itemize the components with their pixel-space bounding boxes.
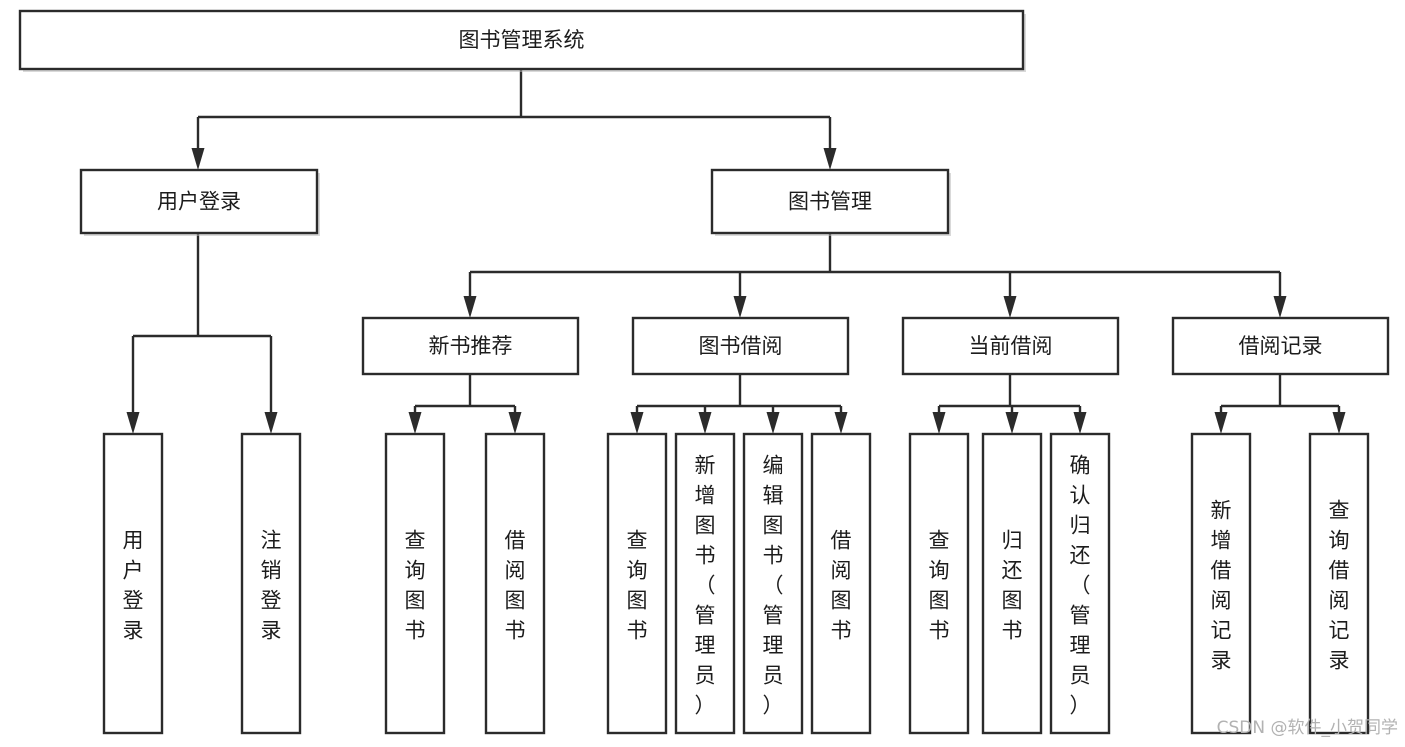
box-outline [742, 432, 804, 735]
box-outline [361, 316, 580, 376]
box-outline [908, 432, 970, 735]
node-leaf-leaf-query-book-1[interactable]: 查询图书 [384, 432, 446, 735]
connector-root-to-level1 [191, 69, 837, 170]
connector-new-book-recommend-to-leaves [408, 374, 522, 434]
node-label: 查询图书 [405, 529, 426, 643]
node-label: 注销登录 [261, 529, 282, 643]
box-outline [384, 432, 446, 735]
box-outline [102, 432, 164, 735]
box-outline [674, 432, 736, 735]
connector-arrowhead-icon [630, 412, 644, 434]
connector-arrowhead-icon [698, 412, 712, 434]
watermark-label: CSDN @软件_小贺同学 [1217, 718, 1398, 738]
connector-arrowhead-icon [126, 412, 140, 434]
node-label: 查询借阅记录 [1329, 499, 1350, 673]
connector-arrowhead-icon [1332, 412, 1346, 434]
node-label: 借阅图书 [505, 529, 526, 643]
node-level2-book-borrow[interactable]: 图书借阅 [631, 316, 850, 376]
connector-arrowhead-icon [191, 148, 205, 170]
connector-arrowhead-icon [264, 412, 278, 434]
box-outline [631, 316, 850, 376]
node-level1-user-login[interactable]: 用户登录 [79, 168, 320, 236]
node-label: 新增借阅记录 [1211, 499, 1232, 673]
connector-arrowhead-icon [408, 412, 422, 434]
node-root-system-title[interactable]: 图书管理系统 [18, 9, 1026, 72]
node-label: 新增图书（管理员） [695, 454, 716, 718]
node-level2-new-book-recommend[interactable]: 新书推荐 [361, 316, 580, 376]
connector-user-login-to-leaves [126, 233, 278, 434]
node-leaf-leaf-query-book-3[interactable]: 查询图书 [908, 432, 970, 735]
node-leaf-leaf-add-book[interactable]: 新增图书（管理员） [674, 432, 736, 735]
box-outline [901, 316, 1120, 376]
connector-arrowhead-icon [1273, 296, 1287, 318]
node-label: 新书推荐 [429, 334, 513, 358]
box-outline [1190, 432, 1252, 735]
box-outline [981, 432, 1043, 735]
node-leaf-leaf-return-book[interactable]: 归还图书 [981, 432, 1043, 735]
node-leaf-leaf-borrow-book-1[interactable]: 借阅图书 [484, 432, 546, 735]
connector-book-manage-to-level2 [463, 233, 1287, 318]
node-level2-borrow-record[interactable]: 借阅记录 [1171, 316, 1390, 376]
node-label: 编辑图书（管理员） [763, 454, 784, 718]
node-label: 图书管理系统 [459, 28, 585, 52]
node-label: 图书管理 [788, 190, 872, 214]
connector-arrowhead-icon [834, 412, 848, 434]
node-leaf-leaf-user-login[interactable]: 用户登录 [102, 432, 164, 735]
connector-arrowhead-icon [1005, 412, 1019, 434]
node-level1-book-manage[interactable]: 图书管理 [710, 168, 951, 236]
node-label: 用户登录 [123, 529, 144, 643]
box-outline [484, 432, 546, 735]
connector-arrowhead-icon [766, 412, 780, 434]
node-label: 借阅图书 [831, 529, 852, 643]
connector-arrowhead-icon [733, 296, 747, 318]
connector-borrow-record-to-leaves [1214, 374, 1346, 434]
node-label: 用户登录 [157, 190, 241, 214]
box-outline [240, 432, 302, 735]
node-leaf-leaf-user-logout[interactable]: 注销登录 [240, 432, 302, 735]
connector-arrowhead-icon [508, 412, 522, 434]
node-leaf-leaf-query-record[interactable]: 查询借阅记录 [1308, 432, 1370, 735]
connector-current-borrow-to-leaves [932, 374, 1087, 434]
connector-arrowhead-icon [823, 148, 837, 170]
box-outline [1308, 432, 1370, 735]
box-outline [18, 9, 1025, 71]
node-leaf-leaf-add-record[interactable]: 新增借阅记录 [1190, 432, 1252, 735]
connectors-layer [126, 69, 1346, 434]
connector-arrowhead-icon [463, 296, 477, 318]
nodes-layer: 图书管理系统用户登录图书管理新书推荐图书借阅当前借阅借阅记录用户登录注销登录查询… [18, 9, 1390, 735]
node-leaf-leaf-confirm-return[interactable]: 确认归还（管理员） [1049, 432, 1111, 735]
connector-arrowhead-icon [1003, 296, 1017, 318]
node-leaf-leaf-query-book-2[interactable]: 查询图书 [606, 432, 668, 735]
node-label: 图书借阅 [699, 334, 783, 358]
node-level2-current-borrow[interactable]: 当前借阅 [901, 316, 1120, 376]
box-outline [606, 432, 668, 735]
connector-arrowhead-icon [932, 412, 946, 434]
node-label: 查询图书 [929, 529, 950, 643]
connector-arrowhead-icon [1214, 412, 1228, 434]
node-label: 确认归还（管理员） [1070, 454, 1091, 718]
box-outline [710, 168, 950, 235]
box-outline [810, 432, 872, 735]
node-label: 查询图书 [627, 529, 648, 643]
connector-book-borrow-to-leaves [630, 374, 848, 434]
connector-arrowhead-icon [1073, 412, 1087, 434]
node-label: 归还图书 [1002, 529, 1023, 643]
box-outline [79, 168, 319, 235]
node-leaf-leaf-edit-book[interactable]: 编辑图书（管理员） [742, 432, 804, 735]
box-outline [1049, 432, 1111, 735]
node-label: 借阅记录 [1239, 334, 1323, 358]
node-label: 当前借阅 [969, 334, 1053, 358]
box-outline [1171, 316, 1390, 376]
node-leaf-leaf-borrow-book-2[interactable]: 借阅图书 [810, 432, 872, 735]
